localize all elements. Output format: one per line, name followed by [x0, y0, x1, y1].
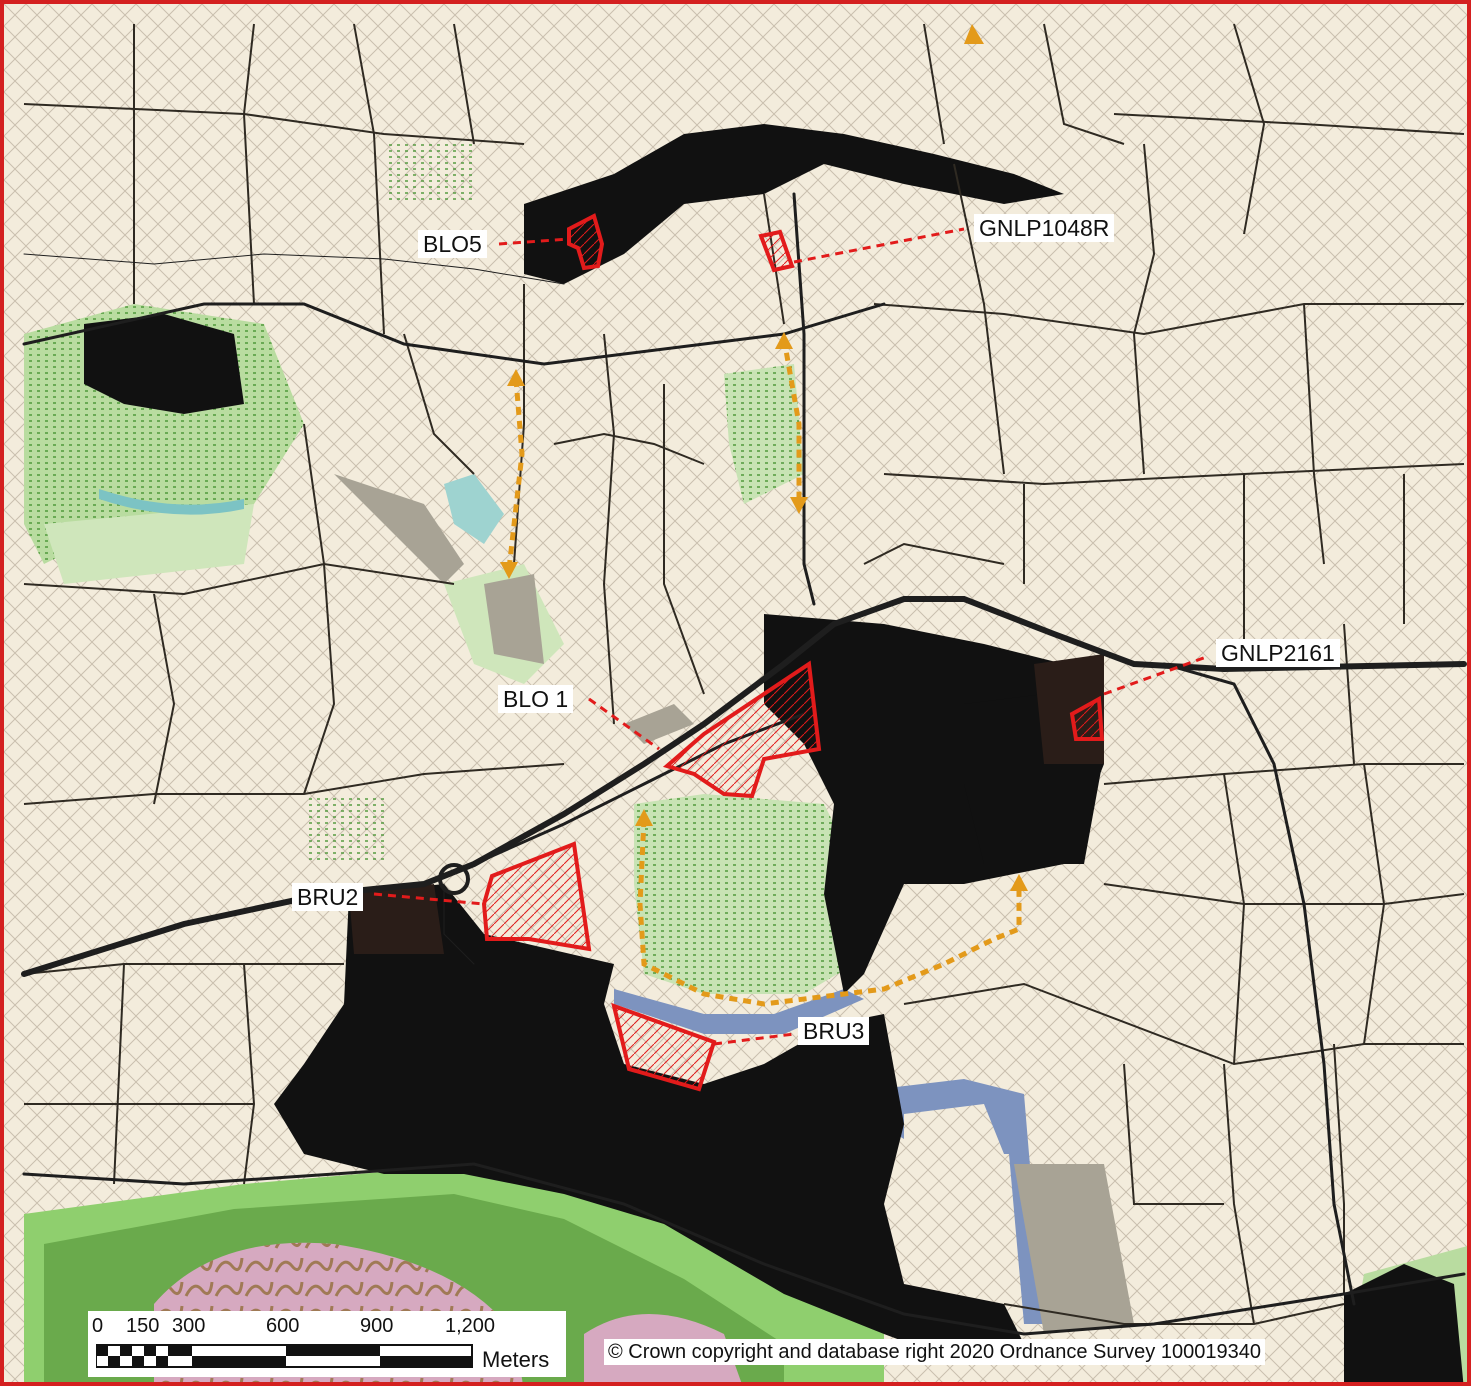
label-blo5: BLO5 [418, 230, 487, 258]
site-allocations[interactable] [481, 213, 1105, 1092]
copyright-notice: © Crown copyright and database right 202… [604, 1339, 1265, 1365]
field-boundaries [23, 23, 1465, 1325]
label-gnlp2161: GNLP2161 [1216, 639, 1340, 667]
route-arrows [500, 24, 1028, 891]
label-bru2: BRU2 [292, 883, 364, 911]
roundabout [438, 863, 470, 895]
site-gnlp1048r [758, 229, 795, 273]
scale-tick-600: 600 [266, 1315, 300, 1337]
site-bru2 [481, 841, 592, 952]
label-blo1: BLO 1 [498, 685, 574, 713]
route-gnlp1048r [781, 338, 802, 504]
label-leaders [373, 227, 1210, 1046]
roads [21, 192, 1467, 1336]
label-bru3: BRU3 [798, 1017, 870, 1045]
scale-tick-1200: 1,200 [445, 1315, 496, 1337]
grey-areas [334, 474, 1134, 1334]
walking-routes[interactable] [506, 338, 1022, 1007]
scale-units: Meters [482, 1347, 550, 1372]
scale-tick-300: 300 [172, 1315, 206, 1337]
scale-bar: 0 150 300 600 900 1,200 Meters [88, 1311, 566, 1377]
site-bru3 [611, 1002, 717, 1092]
site-blo1 [662, 660, 822, 799]
scale-tick-0: 0 [92, 1315, 104, 1337]
map-canvas[interactable] [4, 4, 1471, 1386]
site-gnlp2161 [1069, 695, 1105, 741]
route-bru3 [637, 818, 1022, 1007]
scale-tick-900: 900 [360, 1315, 394, 1337]
route-blo1 [506, 378, 525, 570]
built-up-areas [84, 124, 1464, 1382]
scale-tick-150: 150 [126, 1315, 160, 1337]
label-gnlp1048r: GNLP1048R [974, 214, 1115, 242]
scale-bar-graphic [96, 1344, 473, 1368]
site-blo5 [567, 213, 605, 271]
